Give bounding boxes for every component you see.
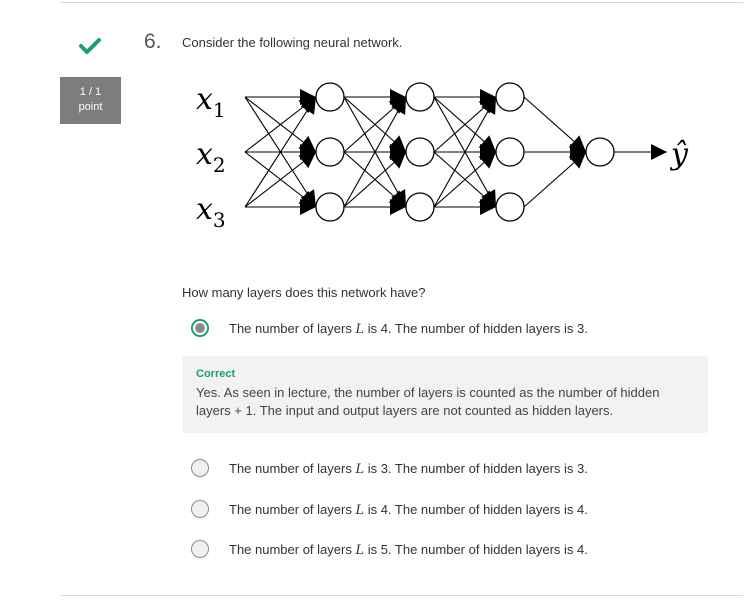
edge-arrowhead <box>391 97 406 115</box>
edge-arrowhead <box>478 152 496 169</box>
hidden-neuron <box>495 137 525 167</box>
score-unit: point <box>78 101 103 113</box>
feedback-title: Correct <box>196 368 236 380</box>
radio-button[interactable] <box>191 540 209 558</box>
checkmark-icon <box>79 38 101 54</box>
top-divider <box>60 2 743 3</box>
edge-arrowhead <box>651 144 667 160</box>
radio-button[interactable] <box>191 500 209 518</box>
question-text: Consider the following neural network. <box>182 35 403 50</box>
hidden-neuron <box>315 82 345 112</box>
score-value: 1 / 1 <box>79 86 102 98</box>
edge-arrowhead <box>481 97 496 115</box>
edge-arrowhead <box>390 199 406 215</box>
answer-option-label: The number of layers L is 3. The number … <box>229 461 588 477</box>
answer-option-label: The number of layers L is 4. The number … <box>229 502 588 518</box>
radio-button[interactable] <box>191 459 209 477</box>
feedback-text: Yes. As seen in lecture, the number of l… <box>196 385 660 418</box>
neural-network-diagram: x1 x2 x3 ŷ <box>196 82 689 232</box>
output-neuron <box>585 137 615 167</box>
hidden-neuron <box>405 192 435 222</box>
edge-arrowhead <box>300 199 316 215</box>
edge-arrowhead <box>568 152 586 169</box>
output-label: ŷ <box>669 137 689 172</box>
feedback-box: Correct Yes. As seen in lecture, the num… <box>182 356 708 433</box>
answer-option-2[interactable]: The number of layers L is 3. The number … <box>190 459 710 481</box>
answer-option-label: The number of layers L is 4. The number … <box>229 321 588 337</box>
question-prompt: How many layers does this network have? <box>182 285 426 300</box>
hidden-neuron <box>495 192 525 222</box>
hidden-neuron <box>405 82 435 112</box>
input-label: x3 <box>196 192 226 232</box>
radio-button-selected[interactable] <box>191 319 209 337</box>
answer-option-4[interactable]: The number of layers L is 5. The number … <box>190 540 710 562</box>
network-edge <box>244 96 317 208</box>
hidden-neuron <box>315 137 345 167</box>
input-label: x1 <box>196 82 226 122</box>
answer-option-1[interactable]: The number of layers L is 4. The number … <box>190 319 710 341</box>
hidden-neuron <box>495 82 525 112</box>
score-badge: 1 / 1 point <box>60 77 121 124</box>
hidden-neuron <box>315 192 345 222</box>
answer-option-3[interactable]: The number of layers L is 4. The number … <box>190 500 710 522</box>
edge-arrowhead <box>480 199 496 215</box>
network-edge <box>433 96 497 208</box>
input-label: x2 <box>196 137 226 177</box>
edge-arrowhead <box>298 152 316 169</box>
question-number: 6. <box>144 30 162 53</box>
network-edge <box>343 96 407 208</box>
answer-option-label: The number of layers L is 5. The number … <box>229 542 588 558</box>
edge-arrowhead <box>300 97 316 115</box>
hidden-neuron <box>405 137 435 167</box>
edge-arrowhead <box>388 152 406 169</box>
bottom-divider <box>60 595 743 596</box>
